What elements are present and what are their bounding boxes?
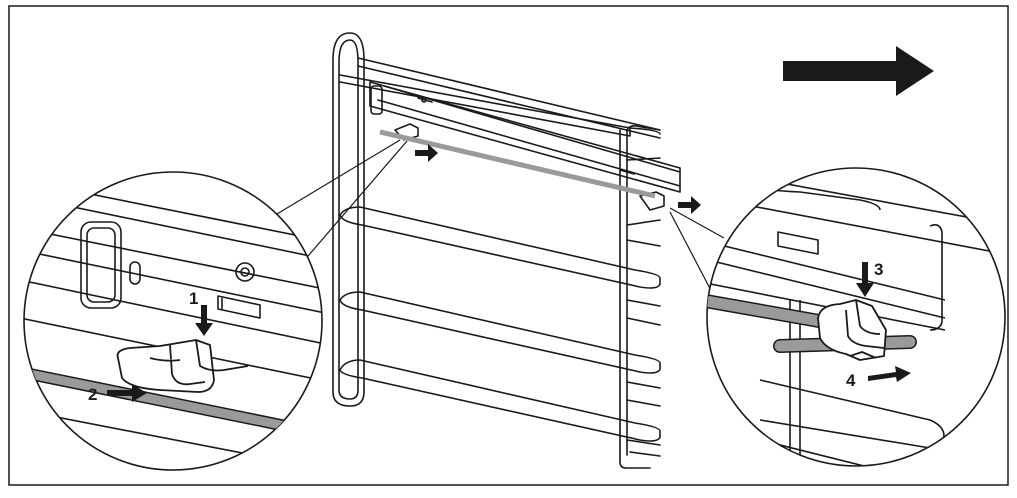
label-step-4: 4 <box>846 371 856 390</box>
shelf-runner-3 <box>339 359 661 442</box>
label-step-3: 3 <box>874 260 883 279</box>
label-step-2: 2 <box>88 385 97 404</box>
arrow-step-4 <box>868 366 911 382</box>
left-rack-clip <box>116 339 215 393</box>
rack-rod <box>379 129 656 199</box>
detail-circle-right: 3 4 <box>706 167 1006 467</box>
arrow-step-3 <box>856 262 874 297</box>
oven-side-rack <box>332 32 681 469</box>
shelf-runner-1 <box>339 206 661 289</box>
shelf-runner-2 <box>339 291 661 374</box>
figure-frame <box>8 5 1009 486</box>
label-step-1: 1 <box>189 289 198 308</box>
callout-lines <box>261 139 725 301</box>
rack-arrow-left <box>415 144 438 162</box>
telescopic-rail <box>369 81 681 193</box>
main-direction-arrow <box>783 46 934 96</box>
arrow-step-1 <box>195 305 213 336</box>
arrow-step-2 <box>107 384 147 402</box>
right-rack-clip <box>817 299 887 361</box>
rack-arrow-right <box>678 196 701 214</box>
detail-circle-left: 1 2 <box>23 171 323 471</box>
